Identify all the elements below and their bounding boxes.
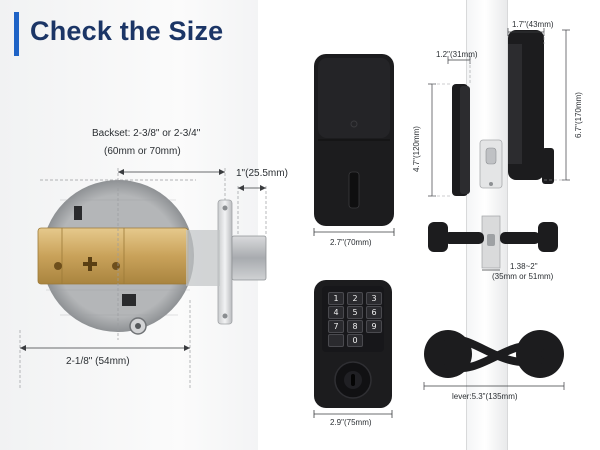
- lever-handle-right: [516, 330, 564, 378]
- keypad-key-9[interactable]: 9: [366, 320, 382, 333]
- backset-metric-label: (60mm or 70mm): [104, 146, 181, 157]
- keypad-key-4[interactable]: 4: [328, 306, 344, 319]
- title-accent-bar: [14, 12, 19, 56]
- cam-cross: [83, 257, 97, 271]
- keypad-key-6[interactable]: 6: [366, 306, 382, 319]
- lever-length-label: lever:5.3"(135mm): [452, 392, 518, 401]
- door-thickness-metric-label: (35mm or 51mm): [492, 272, 554, 281]
- keypad-key-7[interactable]: 7: [328, 320, 344, 333]
- side-lever-exterior: [500, 222, 558, 252]
- keypad-key-0[interactable]: 0: [347, 334, 363, 347]
- keypad-key-5[interactable]: 5: [347, 306, 363, 319]
- bolt-throw-label: 1"(25.5mm): [236, 168, 288, 179]
- keypad-key-3[interactable]: 3: [366, 292, 382, 305]
- keypad-key-8[interactable]: 8: [347, 320, 363, 333]
- latch-block: [122, 294, 136, 306]
- door-thickness-label: 1.38~2": [510, 262, 538, 271]
- keypad-key-2[interactable]: 2: [347, 292, 363, 305]
- thumb-turn: [348, 171, 360, 209]
- side-depth-label: 1.7"(43mm): [512, 20, 554, 29]
- exterior-width-label: 2.9"(75mm): [330, 418, 372, 427]
- lever-arms: [444, 335, 544, 373]
- keypad-key-blank: [328, 334, 344, 347]
- side-lever-interior: [428, 222, 484, 252]
- backset-label: Backset: 2-3/8" or 2-3/4": [92, 128, 201, 139]
- thumb-depth-label: 1.2"(31mm): [436, 50, 478, 59]
- bore-diameter-label: 2-1/8" (54mm): [66, 356, 130, 367]
- latch-body: [38, 228, 188, 284]
- deadbolt-bolt: [231, 235, 267, 281]
- page-title: Check the Size: [30, 16, 224, 46]
- interior-width-label: 2.7"(70mm): [330, 238, 372, 247]
- latch-screw-slot: [74, 206, 82, 220]
- keypad-key-1[interactable]: 1: [328, 292, 344, 305]
